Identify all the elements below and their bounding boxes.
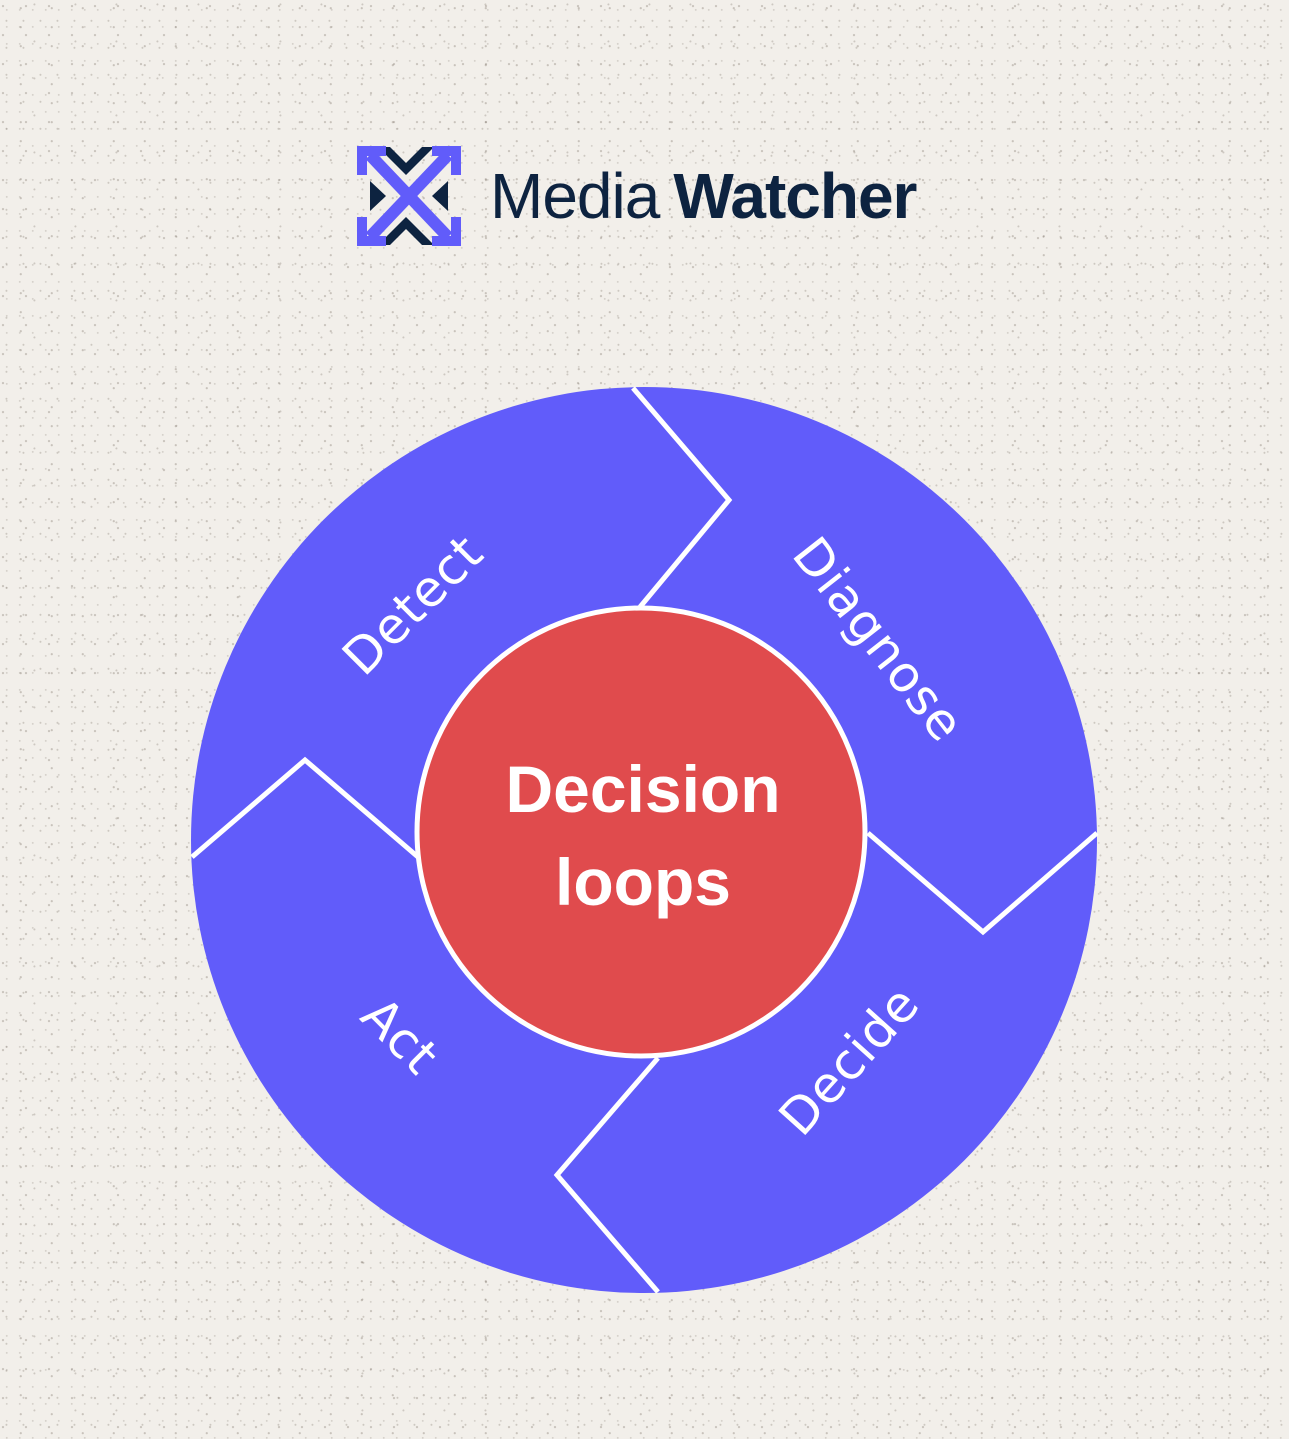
brand-name-bold: Watcher <box>673 160 917 232</box>
divider-right <box>866 831 1099 936</box>
media-watcher-x-arrows-icon <box>357 146 461 246</box>
center-title-line1: Decision <box>505 752 780 826</box>
divider-left <box>190 756 420 859</box>
divider-top <box>631 386 733 609</box>
brand-name-light: Media <box>490 160 660 232</box>
center-circle <box>414 605 868 1059</box>
center-title-line2: loops <box>555 845 731 919</box>
divider-bottom <box>553 1056 660 1294</box>
